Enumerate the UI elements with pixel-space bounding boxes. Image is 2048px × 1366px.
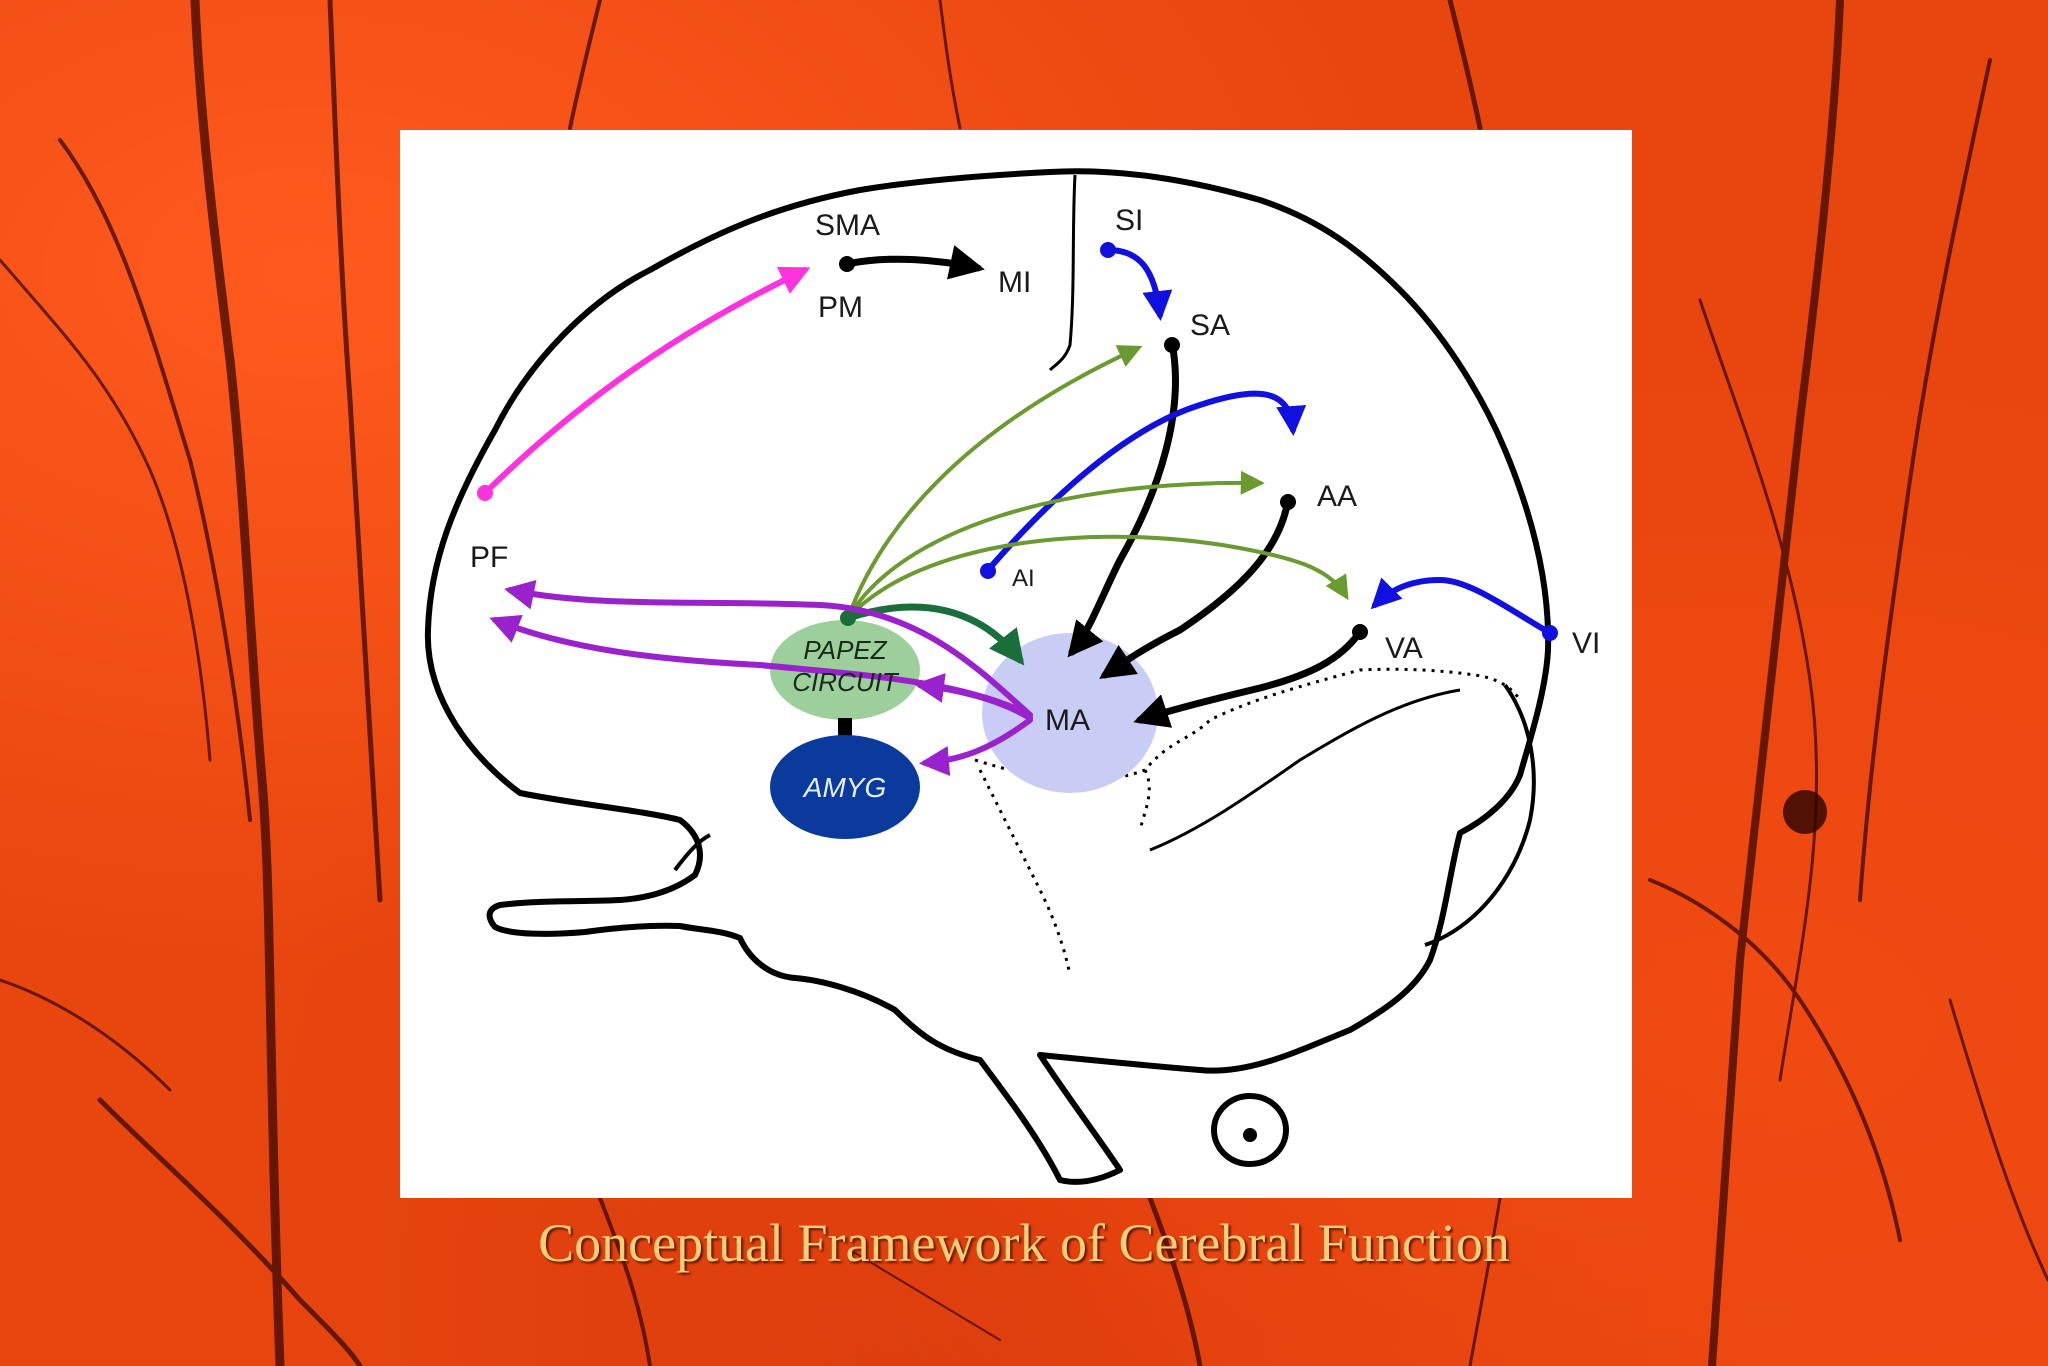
label-sma: SMA [815,209,880,242]
label-va: VA [1385,632,1423,665]
ai-node [980,563,996,579]
motor-arrows [843,245,1364,728]
label-mi: MI [998,266,1031,299]
arrow-pf-to-pm [482,266,811,496]
arrow-aa-to-ma [1099,496,1292,679]
arrow-ma-to-amyg [919,717,1033,776]
affective-arrows [489,579,1033,776]
diagram-panel: SMA PM MI SI SA AA AI PF VA VI MA PAPEZ … [400,130,1632,1198]
arrow-papez-to-aa [846,470,1265,620]
vi-node [1542,625,1558,641]
arrow-ma-to-papez [914,673,1033,721]
arrow-vi-to-va [1370,576,1553,636]
aa-node [1280,494,1296,510]
papez-node [840,610,856,626]
label-vi: VI [1572,627,1600,660]
arrow-si-to-sa [1105,247,1173,321]
limbic-arrows [846,345,1349,620]
pf-node [477,485,493,501]
label-sa: SA [1190,309,1230,342]
arrow-papez-to-va [846,534,1349,620]
pm-node [839,256,855,272]
slide-caption: Conceptual Framework of Cerebral Functio… [538,1213,1510,1273]
arrow-papez-to-sa [846,345,1143,620]
label-papez-line1: PAPEZ [803,635,887,665]
arrow-ma-to-pf-upper [504,579,1033,718]
label-papez-line2: CIRCUIT [792,667,900,697]
label-aa: AA [1317,480,1357,513]
label-amyg: AMYG [802,772,886,803]
arrow-ai-to-aa [985,390,1307,573]
arrow-sma-to-mi [843,245,985,280]
label-pm: PM [818,291,863,324]
amygdala [770,735,920,839]
arrow-sa-to-ma [1067,339,1179,658]
label-pf: PF [470,541,508,574]
va-node [1352,624,1368,640]
brain-diagram: SMA PM MI SI SA AA AI PF VA VI MA PAPEZ … [424,168,1600,1185]
brain-outline [424,168,1552,1185]
arrow-va-to-ma [1133,628,1364,728]
sa-node [1164,337,1180,353]
sensory-arrows [985,247,1553,636]
papez-circuit [770,620,920,720]
arrow-ma-to-pf-lower [489,614,1033,718]
label-ma: MA [1045,704,1090,737]
si-node [1100,242,1116,258]
label-ai: AI [1012,565,1035,592]
label-si: SI [1115,204,1143,237]
